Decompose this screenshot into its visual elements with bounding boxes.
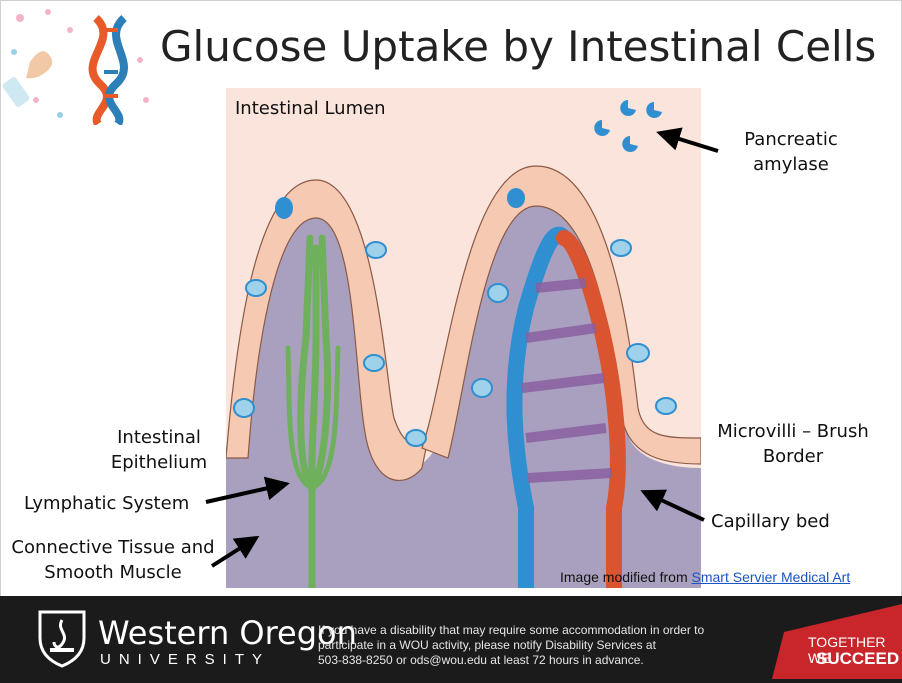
label-pancreatic-amylase-line2: amylase bbox=[726, 152, 856, 177]
wou-shield-logo-icon bbox=[36, 608, 88, 668]
label-connective-line2: Smooth Muscle bbox=[8, 560, 218, 585]
villi-diagram bbox=[226, 88, 701, 588]
label-pancreatic-amylase: Pancreatic amylase bbox=[726, 127, 856, 177]
label-lymphatic-system: Lymphatic System bbox=[24, 491, 189, 516]
dna-pipette-icon bbox=[0, 0, 150, 125]
label-pancreatic-amylase-line1: Pancreatic bbox=[726, 127, 856, 152]
label-connective-tissue: Connective Tissue and Smooth Muscle bbox=[8, 535, 218, 585]
label-microvilli-line2: Border bbox=[708, 444, 878, 469]
footer-bar: Western Oregon UNIVERSITY If you have a … bbox=[0, 596, 902, 683]
label-intestinal-epithelium-line1: Intestinal bbox=[104, 425, 214, 450]
label-intestinal-epithelium-line2: Epithelium bbox=[104, 450, 214, 475]
credit-prefix: Image modified from bbox=[560, 569, 692, 585]
image-credit: Image modified from Smart Servier Medica… bbox=[560, 569, 850, 585]
accessibility-notice: If you have a disability that may requir… bbox=[318, 623, 778, 668]
label-connective-line1: Connective Tissue and bbox=[8, 535, 218, 560]
label-intestinal-lumen: Intestinal Lumen bbox=[235, 96, 386, 121]
credit-link[interactable]: Smart Servier Medical Art bbox=[692, 569, 851, 585]
notice-line3: 503-838-8250 or ods@wou.edu at least 72 … bbox=[318, 653, 778, 668]
notice-line1: If you have a disability that may requir… bbox=[318, 623, 778, 638]
label-microvilli-line1: Microvilli – Brush bbox=[708, 419, 878, 444]
label-microvilli-brush-border: Microvilli – Brush Border bbox=[708, 419, 878, 469]
label-capillary-bed: Capillary bed bbox=[711, 509, 830, 534]
notice-line2: participate in a WOU activity, please no… bbox=[318, 638, 778, 653]
slide-title: Glucose Uptake by Intestinal Cells bbox=[160, 22, 876, 71]
label-intestinal-epithelium: Intestinal Epithelium bbox=[104, 425, 214, 475]
badge-line2: SUCCEED bbox=[816, 649, 899, 669]
university-subtitle: UNIVERSITY bbox=[100, 651, 270, 668]
